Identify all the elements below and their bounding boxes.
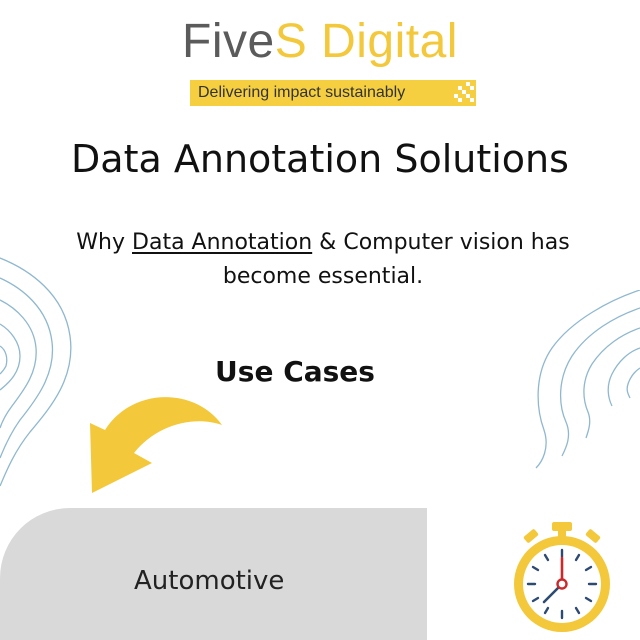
data-annotation-link[interactable]: Data Annotation <box>132 230 313 255</box>
logo-s-text: S <box>274 15 308 68</box>
topographic-lines-right-decoration <box>535 290 640 469</box>
subtitle-suffix: & Computer vision has become essential. <box>222 230 570 289</box>
stopwatch-icon <box>514 522 610 632</box>
topographic-lines-left-decoration <box>0 257 72 487</box>
logo-five-text: Five <box>182 15 275 68</box>
page-title: Data Annotation Solutions <box>71 137 569 181</box>
pixel-pattern-icon <box>454 82 474 104</box>
subtitle-text: Why Data Annotation & Computer vision ha… <box>30 226 616 294</box>
logo-digital-text: Digital <box>307 15 458 68</box>
automotive-label: Automotive <box>134 566 285 596</box>
use-cases-heading: Use Cases <box>215 355 375 388</box>
brand-logo: FiveS Digital <box>0 14 640 70</box>
tagline-text: Delivering impact sustainably <box>198 84 406 101</box>
automotive-use-case-card[interactable]: Automotive <box>0 508 427 640</box>
curved-arrow-down-left-icon <box>90 397 222 493</box>
subtitle-prefix: Why <box>76 230 133 255</box>
tagline-banner: Delivering impact sustainably <box>190 80 476 106</box>
